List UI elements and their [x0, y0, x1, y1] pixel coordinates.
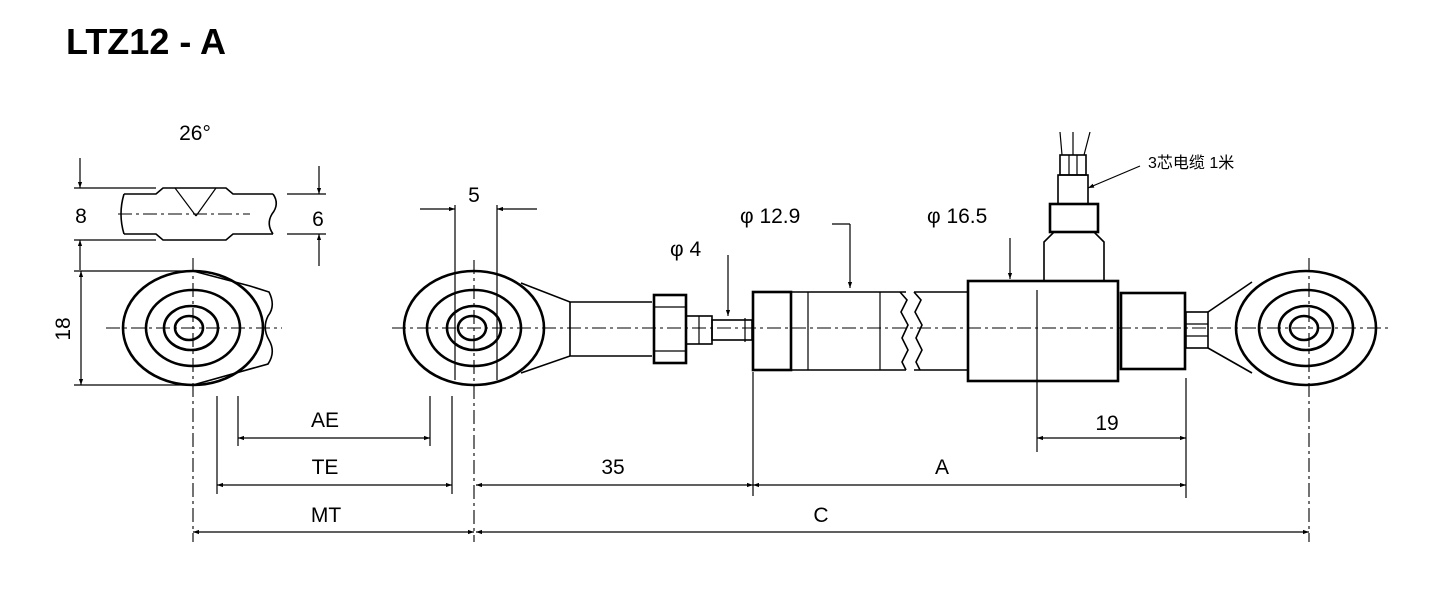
- height-18-label: 18: [52, 317, 75, 340]
- length-35-label: 35: [601, 456, 624, 479]
- te-label: TE: [312, 456, 339, 479]
- ae-label: AE: [311, 409, 339, 432]
- drawing-title: LTZ12 - A: [66, 21, 226, 62]
- length-19-label: 19: [1095, 412, 1118, 435]
- thickness-8-label: 8: [75, 205, 87, 228]
- dimensions: [193, 206, 1309, 535]
- side-view: [74, 158, 326, 270]
- length-a-label: A: [935, 456, 949, 479]
- length-c-label: C: [813, 504, 828, 527]
- mt-label: MT: [311, 504, 341, 527]
- diameter-4-label: φ 4: [670, 238, 701, 261]
- width-5-label: 5: [468, 184, 480, 207]
- cable-label: 3芯电缆 1米: [1148, 154, 1234, 172]
- end-view-eye: [74, 258, 282, 542]
- diameter-12-9-label: φ 12.9: [740, 205, 800, 228]
- diameter-16-5-label: φ 16.5: [927, 205, 987, 228]
- dimension-labels: 26° 8 6 18 5 φ 4 φ 12.9 φ 16.5 3芯电缆 1米 A…: [52, 122, 1234, 527]
- assembly-view: [392, 131, 1390, 542]
- angle-label: 26°: [179, 122, 211, 145]
- thickness-6-label: 6: [312, 208, 324, 231]
